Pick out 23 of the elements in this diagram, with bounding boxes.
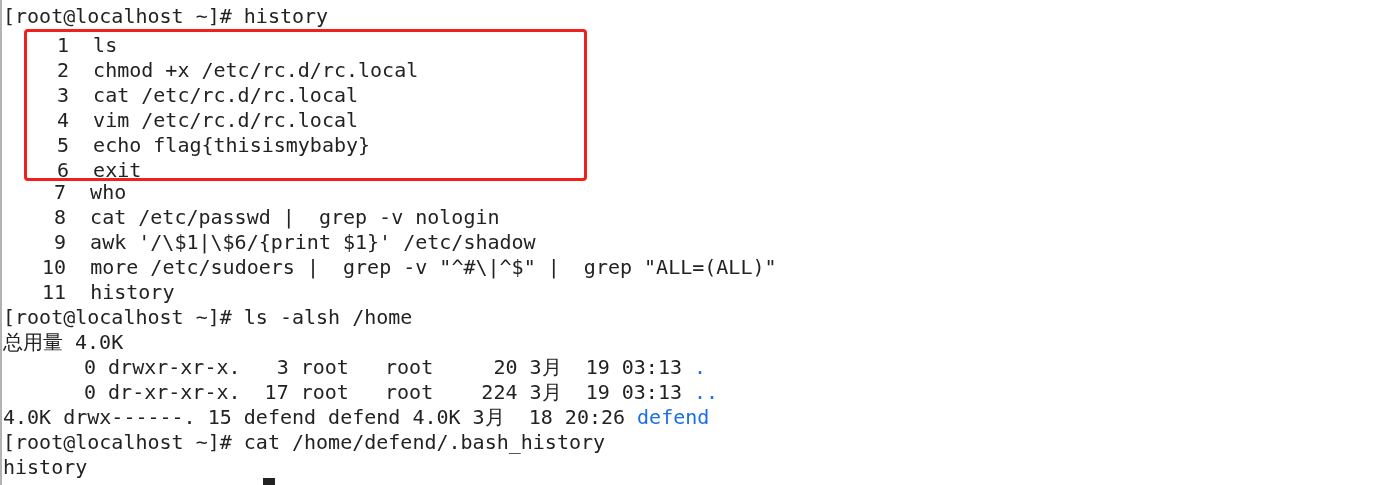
history-line: 3 cat /etc/rc.d/rc.local xyxy=(57,83,359,108)
file-listing-line: 0 dr-xr-xr-x. 17 root root 224 3月 19 03:13 xyxy=(84,380,682,405)
history-line: 11 history xyxy=(42,280,175,305)
highlight-frame xyxy=(24,29,587,181)
history-line: 8 cat /etc/passwd | grep -v nologin xyxy=(54,205,500,230)
history-line: 2 chmod +x /etc/rc.d/rc.local xyxy=(57,58,419,83)
file-listing-line: 0 drwxr-xr-x. 3 root root 20 3月 19 03:13 xyxy=(84,355,682,380)
command-prompt: [root@localhost ~]# history xyxy=(3,4,329,29)
file-name: . xyxy=(693,355,706,380)
history-line: 6 exit xyxy=(57,158,142,183)
file-listing-line: 4.0K drwx------. 15 defend defend 4.0K 3月 18 20:26 xyxy=(3,405,626,430)
history-line: 4 vim /etc/rc.d/rc.local xyxy=(57,108,359,133)
history-line: 9 awk '/\$1|\$6/{print $1}' /etc/shadow xyxy=(54,230,536,255)
history-line: 5 echo flag{thisismybaby} xyxy=(57,133,371,158)
history-line: 7 who xyxy=(54,180,127,205)
command-prompt: [root@localhost ~]# ls -alsh /home xyxy=(3,305,413,330)
output-line: 总用量 4.0K xyxy=(3,330,124,355)
history-line: 1 ls xyxy=(57,33,118,58)
history-line: 10 more /etc/sudoers | grep -v "^#\|^$" | grep "ALL=(ALL)" xyxy=(42,255,777,280)
file-name: .. xyxy=(693,380,719,405)
output-line: history xyxy=(3,455,88,480)
file-name: defend xyxy=(637,405,710,430)
command-prompt: [root@localhost ~]# cat /home/defend/.bash_history xyxy=(3,430,606,455)
